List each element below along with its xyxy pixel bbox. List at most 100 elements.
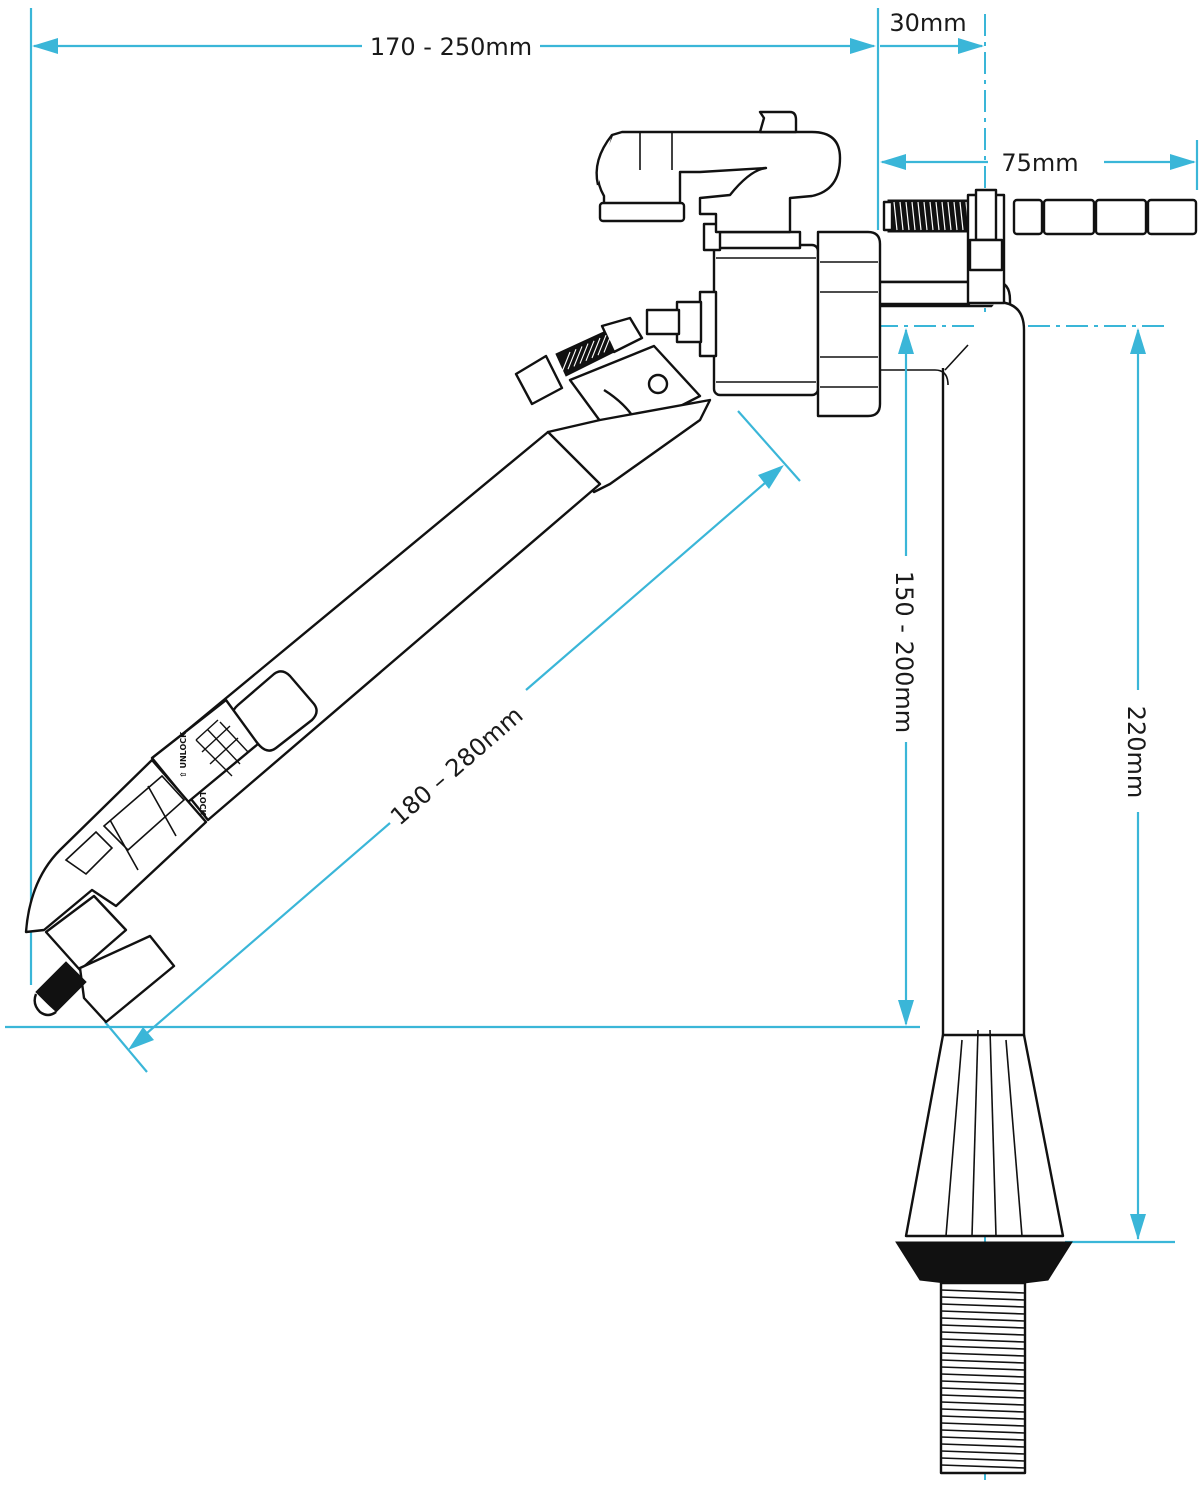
shank-thread-line xyxy=(940,1450,1026,1455)
threaded-shank xyxy=(939,1281,1027,1475)
taper-rib-1 xyxy=(945,1039,963,1237)
shank-thread-line xyxy=(940,1317,1026,1322)
float-arm: ⇧ UNLOCK LOCK ⇩ xyxy=(24,344,712,1024)
overall-width-arrow-left xyxy=(32,38,58,54)
inlet-thread-line xyxy=(947,201,952,231)
overall-width-arrow-right xyxy=(850,38,876,54)
inlet-lock xyxy=(968,238,1004,272)
inlet-segment-3 xyxy=(1146,198,1198,236)
inlet-thread-line xyxy=(899,201,904,231)
screw-thread-line xyxy=(591,337,601,359)
arm-collar xyxy=(546,398,712,494)
inlet-segment-0 xyxy=(1012,198,1044,236)
inlet-length-label: 75mm xyxy=(1001,149,1078,177)
overall-width-label: 170 - 250mm xyxy=(370,33,532,61)
screw-thread-line xyxy=(597,334,607,356)
shank-thread-line xyxy=(940,1408,1026,1413)
riser-brace xyxy=(944,344,969,371)
tapered-base xyxy=(904,1033,1065,1238)
dimension-valve-height: 220mm xyxy=(1122,328,1150,1240)
outlet-foot xyxy=(598,201,686,223)
shank-thread-line xyxy=(940,1352,1026,1357)
inlet-thread-line xyxy=(935,201,940,231)
valve-height-arrow-top xyxy=(1130,328,1146,354)
screw-thread-line xyxy=(585,340,595,362)
float-height-arrow-bottom xyxy=(898,1000,914,1026)
inlet-offset-label: 30mm xyxy=(889,9,966,37)
screw-thread-line xyxy=(567,348,577,370)
shank-thread-line xyxy=(940,1401,1026,1406)
screw-thread-line xyxy=(603,332,613,353)
valve-stem xyxy=(877,280,1073,1475)
shank-thread-line xyxy=(940,1394,1026,1399)
taper-rib-3 xyxy=(989,1029,997,1237)
shank-thread-line xyxy=(940,1366,1026,1371)
valve-spigot xyxy=(675,300,703,344)
screw-end xyxy=(600,316,644,354)
shank-thread-line xyxy=(940,1443,1026,1448)
float-bottom-thread xyxy=(35,961,87,1013)
float-bottom-block xyxy=(44,894,128,972)
valve-head xyxy=(595,110,882,418)
lock-hatch xyxy=(195,719,249,777)
screw-thread-line xyxy=(573,346,583,367)
inlet-thread-line xyxy=(953,201,958,231)
inlet-thread-line xyxy=(959,201,964,231)
dimension-inlet-offset: 30mm xyxy=(880,9,984,54)
inlet-thread-line xyxy=(941,201,946,231)
arm-length-arrow-lower xyxy=(128,1027,154,1050)
inlet-assembly xyxy=(882,188,1198,305)
inlet-segment-2 xyxy=(1094,198,1148,236)
arm-end-extension-line xyxy=(104,1021,148,1073)
float-height-label: 150 - 200mm xyxy=(890,571,918,733)
screw-thread-line xyxy=(579,343,589,364)
screw-nut xyxy=(514,354,564,406)
shank-thread-line xyxy=(940,1296,1026,1301)
inlet-thread-line xyxy=(905,201,910,231)
unlock-label: ⇧ UNLOCK xyxy=(179,731,188,778)
adjustment-screw xyxy=(514,316,644,406)
shank-thread-line xyxy=(940,1359,1026,1364)
dimension-inlet-length: 75mm xyxy=(880,149,1196,177)
shank-threads xyxy=(940,1289,1026,1469)
inlet-thread-line xyxy=(929,201,934,231)
float-cup-cross xyxy=(109,785,177,871)
arm-length-arrow-upper xyxy=(758,465,784,489)
shank-thread-line xyxy=(940,1436,1026,1441)
hinge-pin xyxy=(647,373,669,395)
inlet-offset-arrow xyxy=(958,38,984,54)
valve-body xyxy=(712,243,820,397)
valve-nozzle xyxy=(698,290,718,358)
dimension-float-height: 150 - 200mm xyxy=(890,328,918,1026)
shank-thread-line xyxy=(940,1331,1026,1336)
taper-rib-2 xyxy=(971,1029,979,1237)
valve-spigot-tip xyxy=(645,308,681,336)
float-bottom-nut xyxy=(78,934,176,1024)
lock-label: LOCK ⇩ xyxy=(198,792,207,825)
shank-thread-line xyxy=(940,1303,1026,1308)
shank-thread-line xyxy=(940,1373,1026,1378)
valve-height-arrow-bottom xyxy=(1130,1214,1146,1240)
shank-thread-line xyxy=(940,1345,1026,1350)
inlet-length-arrow-right xyxy=(1170,154,1196,170)
outlet-elbow xyxy=(595,134,613,186)
arm-start-extension-line xyxy=(737,410,801,482)
valve-height-label: 220mm xyxy=(1122,706,1150,799)
dimension-overall-width: 170 - 250mm xyxy=(32,33,876,61)
top-collar xyxy=(710,230,802,250)
inlet-segment-1 xyxy=(1042,198,1096,236)
float-cup xyxy=(24,758,208,934)
extension-lines xyxy=(5,8,1199,1244)
inlet-nut xyxy=(974,188,998,242)
shank-thread-line xyxy=(940,1310,1026,1315)
inlet-thread-line xyxy=(911,201,916,231)
float-cup-rib xyxy=(102,774,186,852)
shank-thread-line xyxy=(940,1289,1026,1294)
float-cup-inner xyxy=(64,830,114,876)
inlet-thread-line xyxy=(923,201,928,231)
shank-thread-line xyxy=(940,1387,1026,1392)
shank-thread-line xyxy=(940,1338,1026,1343)
cap-nut xyxy=(816,230,882,418)
